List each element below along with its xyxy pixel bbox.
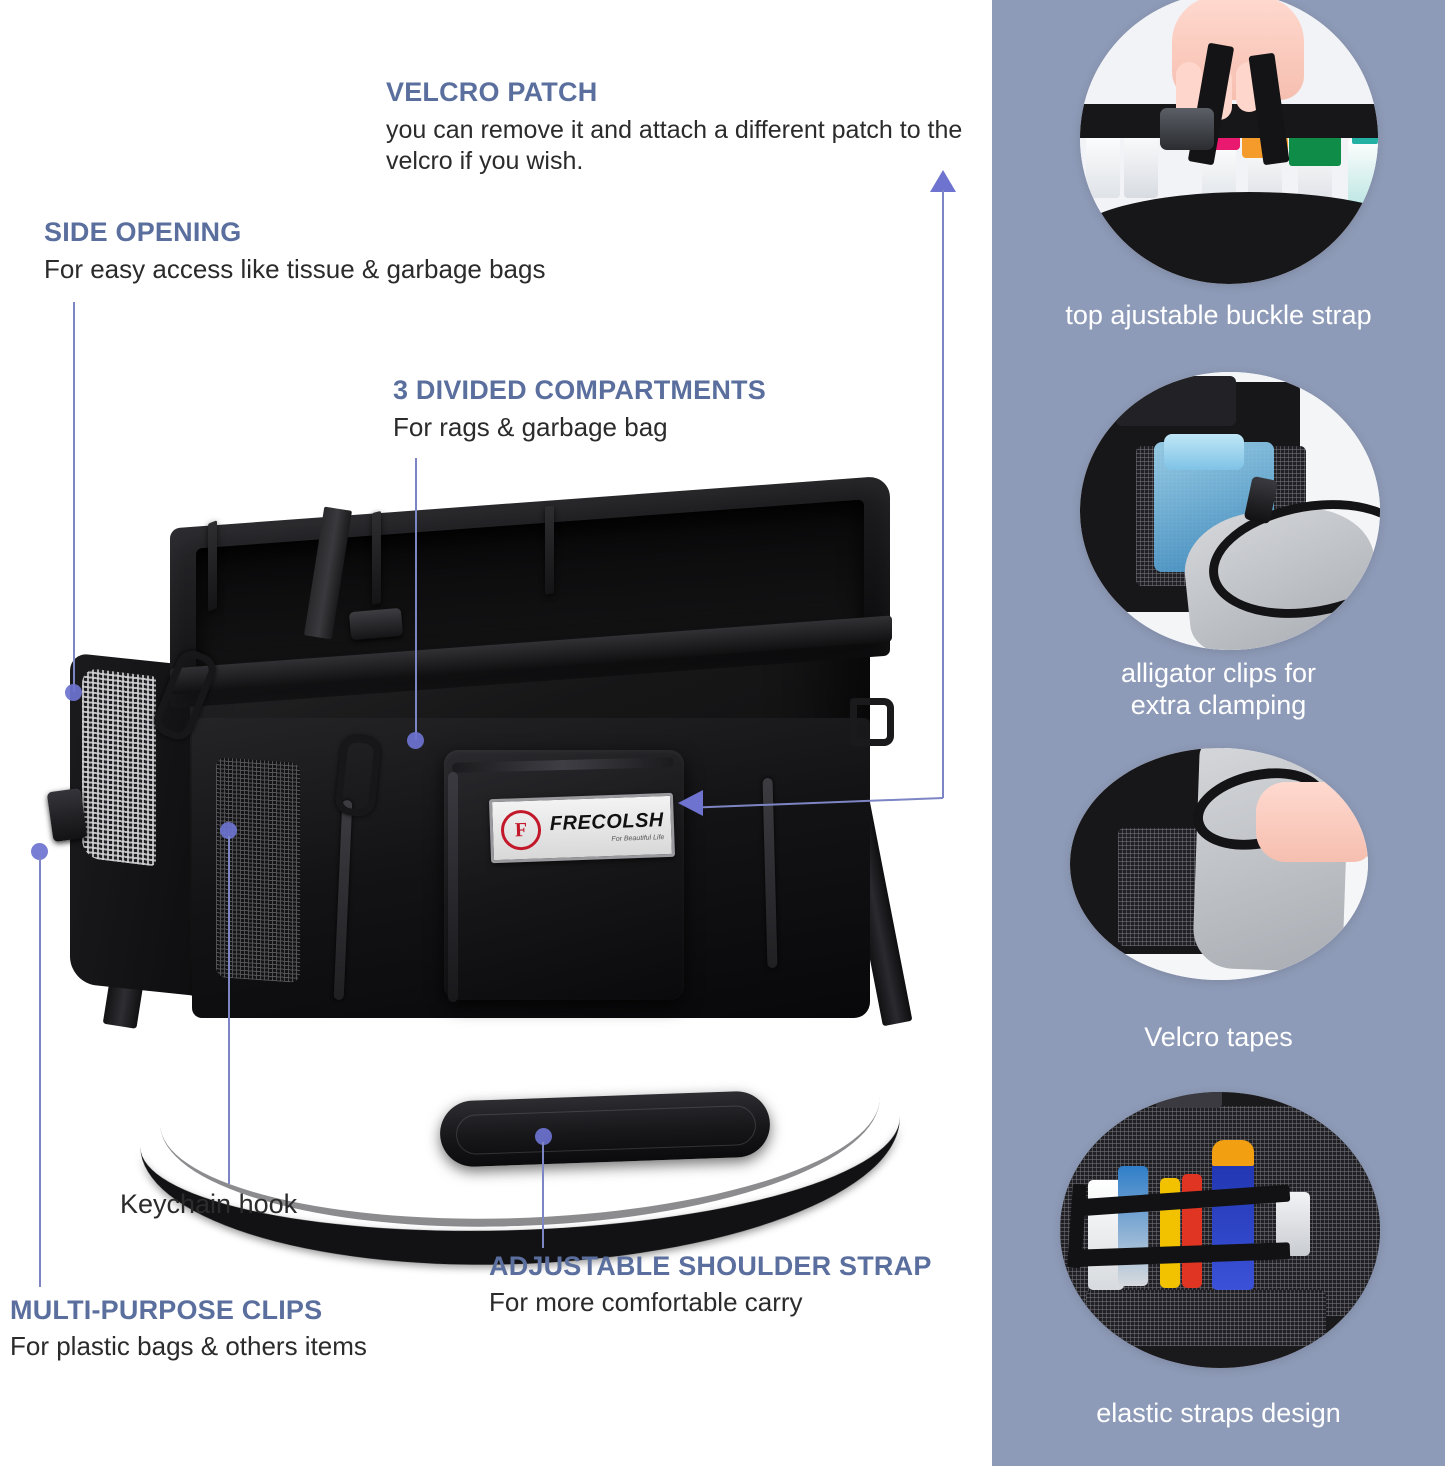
callout-description: you can remove it and attach a different…: [386, 116, 963, 175]
caption-line-2: extra clamping: [1130, 689, 1307, 720]
bottle-white-1: [1086, 112, 1120, 198]
multi-purpose-clip: [46, 787, 88, 843]
callout-description: For easy access like tissue & garbage ba…: [44, 254, 546, 285]
center-zip-pouch: [444, 750, 684, 1000]
clips-marker-dot: [31, 843, 48, 860]
velcro-leader-vline: [942, 190, 944, 798]
brand-tagline: For Beautiful Life: [611, 833, 665, 843]
detail-photo-velcro-tapes: [1070, 748, 1368, 980]
callout-title: 3 DIVIDED COMPARTMENTS: [393, 375, 766, 405]
tool-blue-bottle: [1118, 1166, 1148, 1286]
strap-leader-line: [542, 1142, 544, 1248]
callout-adjustable-shoulder-strap: ADJUSTABLE SHOULDER STRAP For more comfo…: [489, 1252, 932, 1319]
bottle-teal: [1348, 120, 1378, 204]
mesh-pocket: [1118, 828, 1202, 946]
detail-caption-alligator-clips: alligator clips for extra clamping: [992, 658, 1445, 722]
brand-name: FRECOLSH: [549, 808, 665, 835]
side-opening-leader-line: [73, 302, 75, 692]
caption-line-1: alligator clips for: [1120, 658, 1317, 688]
scene-velcro-tapes: [1070, 748, 1368, 980]
detail-caption-elastic-straps: elastic straps design: [1096, 1398, 1341, 1428]
clips-leader-line: [39, 857, 41, 1287]
callout-title: SIDE OPENING: [44, 217, 242, 247]
detail-caption-top-buckle-strap: top ajustable buckle strap: [1065, 300, 1372, 330]
velcro-leader-arrowhead-left: [678, 790, 703, 816]
callout-velcro-patch: VELCRO PATCH you can remove it and attac…: [386, 78, 986, 176]
detail-photo-alligator-clips: [1080, 372, 1380, 650]
product-feature-panel: F FRECOLSH For Beautiful Life: [10, 77, 986, 1363]
compartment-divider-3: [545, 505, 554, 595]
product-photo: F FRECOLSH For Beautiful Life: [20, 460, 920, 1274]
compartment-divider-1: [208, 520, 217, 612]
scene-alligator-clips: [1080, 372, 1380, 650]
callout-side-opening: SIDE OPENING For easy access like tissue…: [44, 218, 744, 286]
detail-photo-top-buckle-strap: [1080, 0, 1378, 284]
keychain-marker-dot: [220, 822, 237, 839]
blue-cloth-top: [1164, 434, 1244, 470]
brand-logo-icon: F: [500, 809, 542, 851]
top-strap-buckle: [348, 607, 404, 641]
hand: [1256, 782, 1368, 862]
callout-keychain-hook: Keychain hook: [120, 1188, 297, 1221]
callout-description: For more comfortable carry: [489, 1287, 803, 1318]
compartment-divider-2: [372, 510, 381, 606]
callout-multi-purpose-clips: MULTI-PURPOSE CLIPS For plastic bags & o…: [10, 1296, 367, 1363]
detail-caption-velcro-tapes: Velcro tapes: [1144, 1022, 1293, 1052]
callout-description: For plastic bags & others items: [10, 1331, 367, 1362]
scene-top-buckle: [1080, 0, 1378, 284]
bag-top-pockets: [1116, 376, 1236, 426]
compartments-leader-line: [415, 458, 417, 740]
tool-orange-cap: [1212, 1140, 1254, 1166]
callout-divided-compartments: 3 DIVIDED COMPARTMENTS For rags & garbag…: [393, 376, 913, 444]
scene-elastic-straps: [1060, 1092, 1380, 1368]
d-ring-right: [850, 698, 894, 746]
brand-label: F FRECOLSH For Beautiful Life: [488, 792, 676, 864]
bag-front-wall: [1080, 192, 1378, 284]
side-opening-marker-dot: [65, 684, 82, 701]
side-mesh-pocket: [82, 667, 156, 867]
keychain-leader-line: [228, 836, 230, 1184]
callout-title: ADJUSTABLE SHOULDER STRAP: [489, 1251, 932, 1281]
compartments-marker-dot: [407, 732, 424, 749]
velcro-leader-arrowhead: [930, 170, 956, 192]
bottle-green: [1289, 126, 1341, 200]
callout-title: MULTI-PURPOSE CLIPS: [10, 1295, 323, 1325]
callout-description: Keychain hook: [120, 1189, 298, 1219]
top-buckle: [1156, 1092, 1222, 1108]
detail-photo-elastic-straps: [1060, 1092, 1380, 1368]
detail-photos-column: top ajustable buckle strap alligator cli…: [992, 0, 1445, 1466]
strap-marker-dot: [535, 1128, 552, 1145]
strap-buckle: [1160, 108, 1214, 150]
tool-blue-canister: [1212, 1158, 1254, 1290]
brand-text-group: FRECOLSH For Beautiful Life: [549, 808, 665, 845]
callout-title: VELCRO PATCH: [386, 77, 598, 107]
bottom-mesh-pocket: [1086, 1290, 1326, 1346]
center-pouch-zipper-side: [448, 772, 458, 1002]
callout-description: For rags & garbage bag: [393, 412, 668, 443]
